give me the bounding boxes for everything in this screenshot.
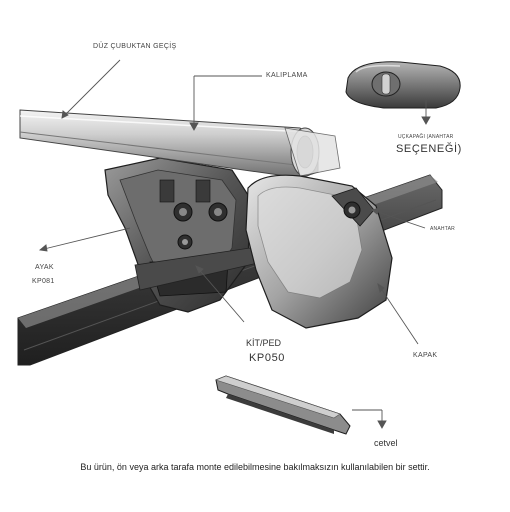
label-duz-cubuk: DÜZ ÇUBUKTAN GEÇİŞ [93,43,177,50]
label-ayak-code: KP081 [32,278,55,285]
label-ayak: AYAK [35,264,54,271]
caption-text: Bu ürün, ön veya arka tarafa monte edile… [80,462,430,472]
label-kit-ped: KİT/PED [246,338,282,348]
label-secenegi: SEÇENEĞİ) [396,143,462,155]
foot-part [104,157,263,313]
end-cap-cover [245,174,393,329]
label-kit-code: KP050 [249,352,286,364]
label-kapak: KAPAK [413,352,438,359]
ruler-part [215,375,351,435]
label-kaliplama: KALIPLAMA [266,72,308,79]
label-cetvel: cetvel [374,438,398,448]
cross-bar [19,109,341,179]
lock-key-option [345,61,461,109]
label-anahtar: ANAHTAR [430,226,455,232]
annotation-lines [38,59,431,429]
label-ucapagi: UÇKAPAĞI (ANAHTAR [398,134,454,140]
